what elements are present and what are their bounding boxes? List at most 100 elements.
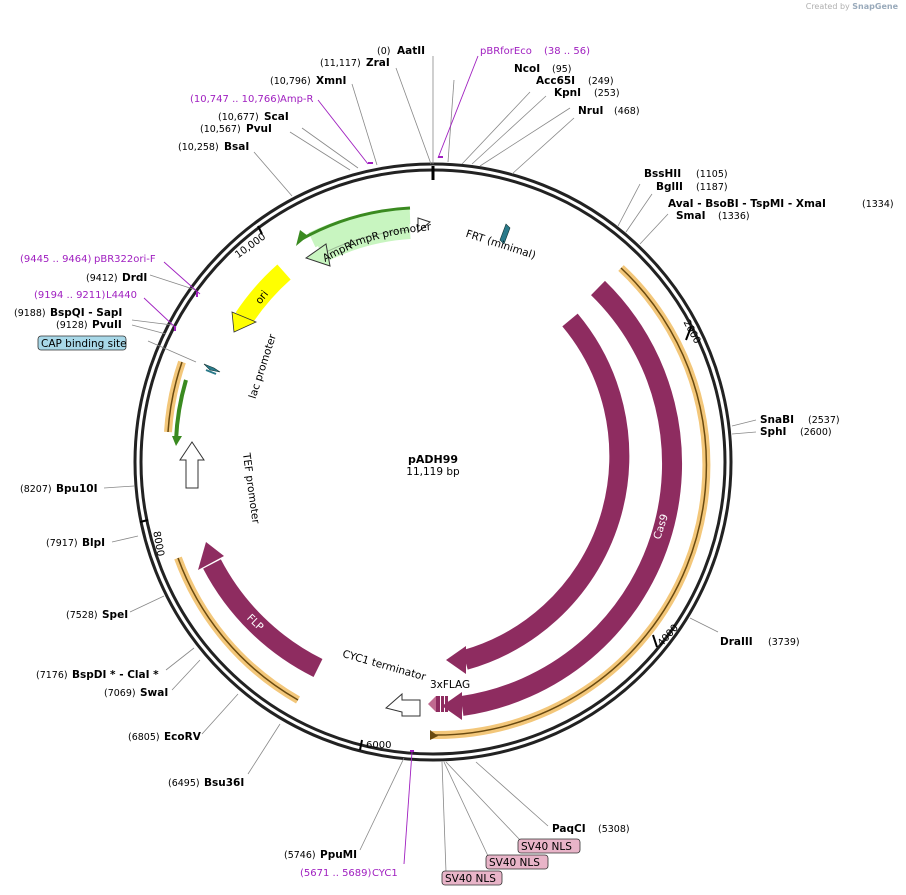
svg-text:(0): (0) [377, 46, 390, 57]
tick-2000: 2000 [681, 318, 703, 346]
site-pvuii: (9128) PvuII [56, 319, 122, 331]
site-bglii: BglII (1187) [656, 181, 728, 193]
site-acc65i: Acc65I (249) [536, 75, 614, 87]
svg-text:(5308): (5308) [598, 824, 630, 835]
primer-cyc1: (5671 .. 5689) CYC1 [300, 868, 398, 879]
site-drdi: (9412) DrdI [86, 272, 147, 284]
svg-text:BssHII: BssHII [644, 168, 681, 180]
svg-text:XmnI: XmnI [316, 75, 346, 87]
svg-text:BglII: BglII [656, 181, 683, 193]
site-bsai: (10,258) BsaI [178, 141, 249, 153]
site-smai: SmaI (1336) [676, 210, 750, 222]
primer-leader-lines [143, 55, 479, 865]
site-kpni: KpnI (253) [554, 87, 620, 99]
site-blpi: (7917) BlpI [46, 537, 105, 549]
svg-text:SV40 NLS: SV40 NLS [521, 841, 572, 853]
tef-promoter-arrow [179, 441, 205, 489]
flag-nls-markers [428, 696, 448, 712]
primer-pbr322ori-f: (9445 .. 9464) pBR322ori-F [20, 254, 156, 265]
credit-prefix: Created by [805, 2, 850, 11]
lac-marker [203, 363, 221, 375]
svg-text:PvuII: PvuII [92, 319, 122, 331]
svg-text:Amp-R: Amp-R [280, 94, 314, 105]
plasmid-name: pADH99 [408, 453, 458, 466]
svg-text:(7176): (7176) [36, 670, 68, 681]
svg-text:ZraI: ZraI [366, 57, 390, 69]
svg-text:pBRforEco: pBRforEco [480, 46, 532, 57]
credit-brand: SnapGene [852, 2, 898, 11]
svg-text:(2600): (2600) [800, 427, 832, 438]
svg-text:(9445 .. 9464): (9445 .. 9464) [20, 254, 92, 265]
svg-text:PaqCI: PaqCI [552, 823, 586, 835]
cas9-orf-band [430, 265, 711, 740]
svg-text:(6805): (6805) [128, 732, 160, 743]
snapgene-credit: Created by SnapGene [806, 2, 898, 11]
svg-text:AvaI - BsoBI - TspMI - X: AvaI - BsoBI - TspMI - XmaI [668, 198, 826, 210]
svg-text:AatII: AatII [397, 45, 425, 57]
site-avai-xmai: AvaI - BsoBI - TspMI - XmaI (1334) [668, 198, 894, 210]
ampr-arrow [296, 206, 432, 248]
svg-text:(1187): (1187) [696, 182, 728, 193]
cyc1-terminator-arrow [384, 692, 421, 717]
site-bpu10i: (8207) Bpu10I [20, 483, 98, 495]
site-scai: (10,677) ScaI [218, 111, 289, 123]
svg-text:(9128): (9128) [56, 320, 88, 331]
flag-label: 3xFLAG [430, 679, 470, 691]
site-zrai: (11,117) ZraI [320, 57, 390, 69]
plasmid-size: 11,119 bp [406, 466, 460, 478]
site-paqci: PaqCI (5308) [552, 823, 630, 835]
svg-text:(9412): (9412) [86, 273, 118, 284]
sv40-nls-1: SV40 NLS [517, 838, 581, 854]
svg-text:SnaBI: SnaBI [760, 414, 794, 426]
svg-text:SV40 NLS: SV40 NLS [445, 873, 496, 885]
site-draiii: DraIII (3739) [720, 636, 800, 648]
svg-text:(11,117): (11,117) [320, 58, 361, 69]
site-spei: (7528) SpeI [66, 609, 128, 621]
svg-text:DrdI: DrdI [122, 272, 147, 284]
lac-promoter-label: lac promoter [247, 332, 279, 400]
site-ecorv: (6805) EcoRV [128, 731, 202, 743]
sv40-nls-3: SV40 NLS [441, 870, 503, 886]
primer-l4440: (9194 .. 9211) L4440 [34, 290, 137, 301]
svg-text:(5671 .. 5689): (5671 .. 5689) [300, 868, 372, 879]
left-small-features [164, 360, 188, 446]
svg-text:CYC1: CYC1 [372, 868, 398, 879]
svg-text:(7528): (7528) [66, 610, 98, 621]
svg-text:NruI: NruI [578, 105, 603, 117]
svg-text:SphI: SphI [760, 426, 786, 438]
cas9-inner-arrow: Cas9 [446, 313, 633, 674]
site-nrui: NruI (468) [578, 105, 640, 117]
svg-text:SwaI: SwaI [140, 687, 168, 699]
tef-promoter-label: TEF promoter [240, 451, 262, 525]
svg-text:L4440: L4440 [106, 290, 137, 301]
svg-text:(6495): (6495) [168, 778, 200, 789]
svg-text:pBR322ori-F: pBR322ori-F [94, 254, 156, 265]
svg-text:(9188): (9188) [14, 308, 46, 319]
svg-text:(7917): (7917) [46, 538, 78, 549]
flp-arrow: FLP [198, 542, 323, 677]
tick-8000: 8000 [150, 530, 165, 557]
svg-text:Acc65I: Acc65I [536, 75, 575, 87]
svg-text:(249): (249) [588, 76, 614, 87]
site-bspdi-clai: (7176) BspDI * - ClaI * [36, 669, 159, 681]
site-swai: (7069) SwaI [104, 687, 168, 699]
primer-pbrforeco: pBRforEco (38 .. 56) [480, 46, 590, 57]
svg-text:(1336): (1336) [718, 211, 750, 222]
svg-text:(3739): (3739) [768, 637, 800, 648]
svg-text:Bsu36I: Bsu36I [204, 777, 244, 789]
svg-text:(7069): (7069) [104, 688, 136, 699]
svg-text:KpnI: KpnI [554, 87, 581, 99]
svg-text:Bpu10I: Bpu10I [56, 483, 98, 495]
frt-label: FRT (minimal) [464, 228, 537, 262]
svg-text:BspQI - SapI: BspQI - SapI [50, 307, 122, 319]
svg-text:(38 .. 56): (38 .. 56) [544, 46, 590, 57]
svg-text:EcoRV: EcoRV [164, 731, 202, 743]
cyc1-terminator-label: CYC1 terminator [341, 648, 428, 683]
primer-amp-r: (10,747 .. 10,766) Amp-R [190, 94, 314, 105]
svg-text:(10,567): (10,567) [200, 124, 241, 135]
svg-text:ScaI: ScaI [264, 111, 289, 123]
svg-text:(253): (253) [594, 88, 620, 99]
svg-text:(10,677): (10,677) [218, 112, 259, 123]
frt-marker [499, 223, 511, 245]
